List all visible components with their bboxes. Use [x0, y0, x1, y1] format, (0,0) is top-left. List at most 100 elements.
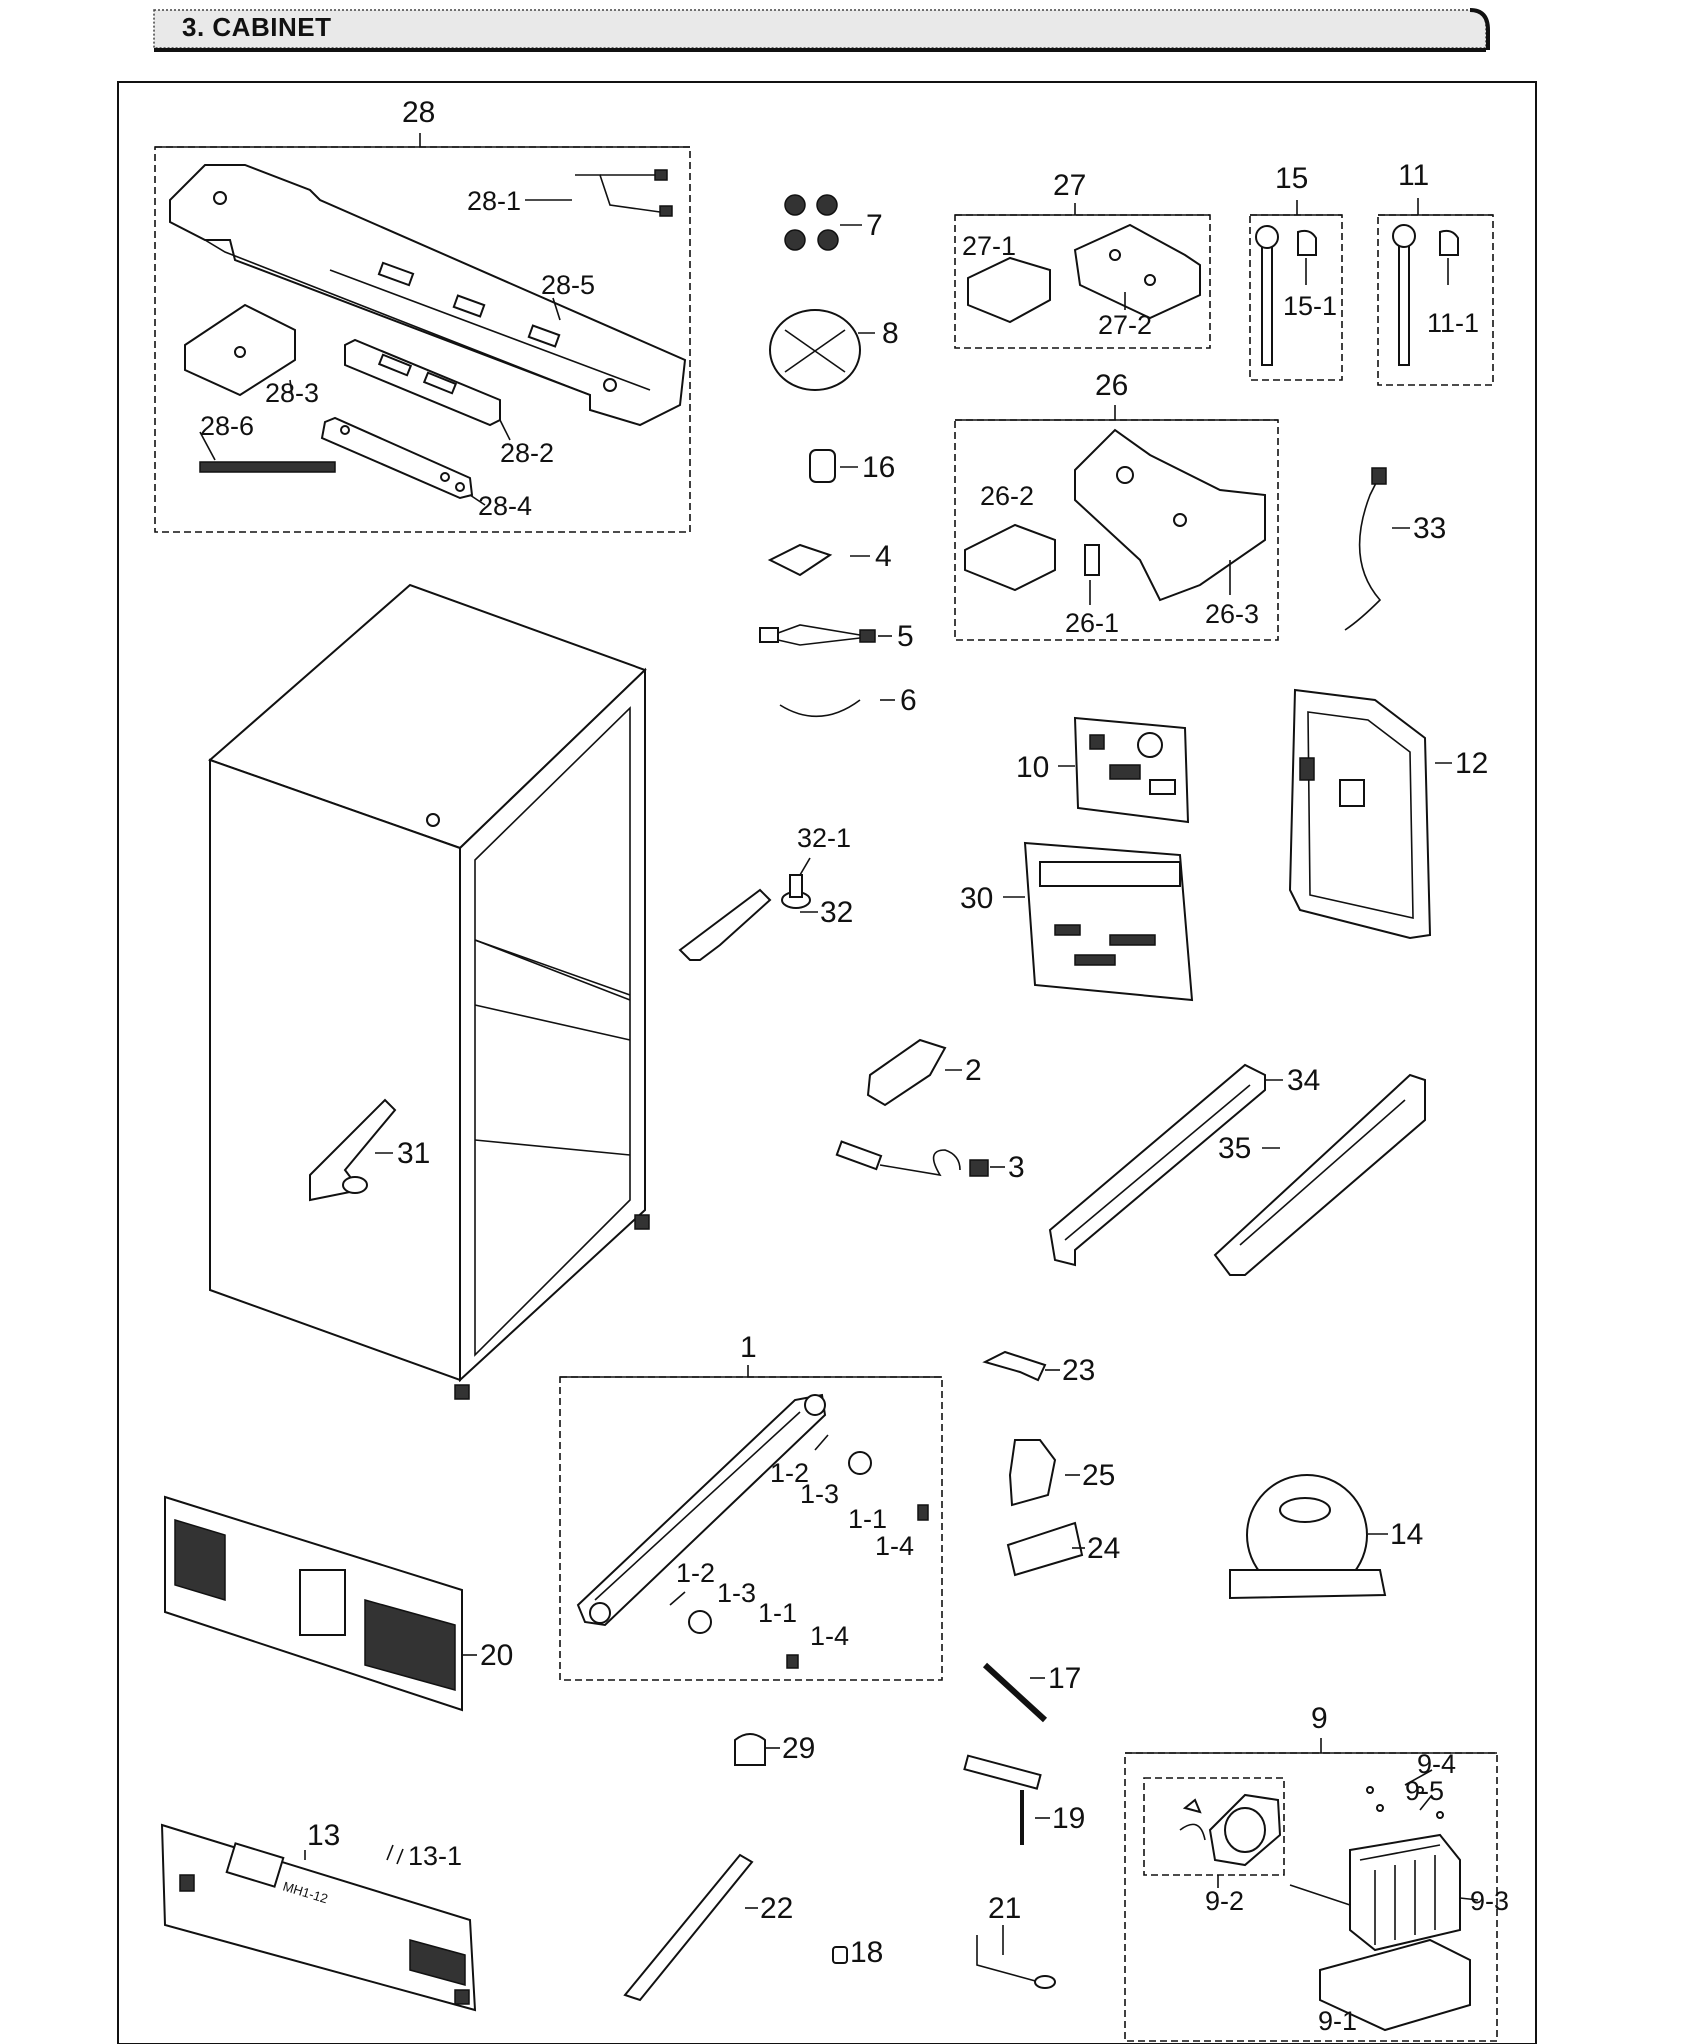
label-9-2: 9-2 — [1205, 1886, 1244, 1916]
label-4: 4 — [875, 540, 892, 573]
part-8 — [769, 309, 875, 391]
label-14: 14 — [1390, 1518, 1423, 1551]
label-9-5: 9-5 — [1405, 1776, 1444, 1806]
part-20 — [164, 1495, 477, 1712]
part-12 — [1288, 688, 1452, 940]
part-19 — [963, 1754, 1050, 1845]
label-8: 8 — [882, 317, 899, 350]
part-22 — [623, 1853, 758, 2002]
part-21 — [976, 1925, 1056, 1989]
label-25: 25 — [1082, 1459, 1115, 1492]
screws-7 — [784, 194, 862, 251]
label-1-1b: 1-1 — [758, 1598, 797, 1628]
label-26: 26 — [1095, 369, 1128, 402]
label-16: 16 — [862, 451, 895, 484]
assembly-27 — [954, 203, 1211, 349]
label-29: 29 — [782, 1732, 815, 1765]
label-1-2a: 1-2 — [770, 1458, 809, 1488]
assembly-9 — [1124, 1738, 1498, 2042]
label-17: 17 — [1048, 1662, 1081, 1695]
label-23: 23 — [1062, 1354, 1095, 1387]
label-19: 19 — [1052, 1802, 1085, 1835]
label-1-2b: 1-2 — [676, 1558, 715, 1588]
label-5: 5 — [897, 620, 914, 653]
label-26-3: 26-3 — [1205, 599, 1259, 629]
label-26-1: 26-1 — [1065, 608, 1119, 638]
assembly-11 — [1377, 198, 1494, 386]
part-13: MH1-12 — [160, 1823, 477, 2012]
label-3: 3 — [1008, 1151, 1025, 1184]
label-32-1: 32-1 — [797, 823, 851, 853]
part-34 — [1048, 1063, 1283, 1267]
label-9: 9 — [1311, 1702, 1328, 1735]
label-27-1: 27-1 — [962, 231, 1016, 261]
label-26-2: 26-2 — [980, 481, 1034, 511]
label-15-1: 15-1 — [1283, 291, 1337, 321]
diagram-frame — [117, 81, 1537, 2044]
label-1-4b: 1-4 — [810, 1621, 849, 1651]
part-29 — [734, 1733, 780, 1766]
part-31 — [309, 1098, 397, 1202]
assembly-28 — [154, 133, 691, 533]
label-28-5: 28-5 — [541, 270, 595, 300]
part-16 — [809, 449, 858, 483]
label-18: 18 — [850, 1936, 883, 1969]
label-2: 2 — [965, 1054, 982, 1087]
part-5 — [759, 624, 892, 646]
label-7: 7 — [866, 209, 883, 242]
label-24: 24 — [1087, 1532, 1120, 1565]
group-box-9-2 — [1143, 1777, 1285, 1876]
part-4 — [767, 543, 870, 577]
label-11-1: 11-1 — [1427, 308, 1479, 338]
label-13: 13 — [307, 1819, 340, 1852]
part-6 — [779, 699, 895, 718]
label-11: 11 — [1398, 159, 1429, 192]
part-23 — [982, 1350, 1060, 1382]
label-15: 15 — [1275, 162, 1308, 195]
label-1-3a: 1-3 — [800, 1479, 839, 1509]
label-28-3: 28-3 — [265, 378, 319, 408]
part-33 — [1344, 467, 1410, 631]
refrigerator-cabinet — [208, 583, 650, 1400]
label-31: 31 — [397, 1137, 430, 1170]
label-28: 28 — [402, 96, 435, 129]
label-33: 33 — [1413, 512, 1446, 545]
part-10 — [1058, 716, 1190, 824]
label-10: 10 — [1016, 751, 1049, 784]
label-28-2: 28-2 — [500, 438, 554, 468]
part-30 — [1003, 841, 1194, 1002]
label-20: 20 — [480, 1639, 513, 1672]
label-21: 21 — [988, 1892, 1021, 1925]
label-1: 1 — [740, 1331, 757, 1364]
label-35: 35 — [1218, 1132, 1251, 1165]
label-22: 22 — [760, 1892, 793, 1925]
part-2 — [866, 1038, 962, 1107]
section-header-bar — [153, 8, 1490, 52]
label-12: 12 — [1455, 747, 1488, 780]
label-9-3: 9-3 — [1470, 1886, 1509, 1916]
part-24 — [1006, 1521, 1085, 1577]
section-title: 3. CABINET — [182, 12, 332, 42]
label-30: 30 — [960, 882, 993, 915]
part-18 — [832, 1946, 848, 1964]
part-17 — [982, 1662, 1048, 1723]
label-13-1: 13-1 — [408, 1841, 462, 1871]
assembly-15 — [1249, 200, 1343, 381]
label-1-1a: 1-1 — [848, 1504, 887, 1534]
part-32 — [678, 857, 818, 961]
label-6: 6 — [900, 684, 917, 717]
part-35 — [1213, 1073, 1426, 1276]
assembly-1 — [559, 1365, 943, 1681]
part-25 — [1008, 1439, 1080, 1507]
label-9-1: 9-1 — [1318, 2006, 1357, 2036]
label-34: 34 — [1287, 1064, 1320, 1097]
label-28-6: 28-6 — [200, 411, 254, 441]
label-9-4: 9-4 — [1417, 1749, 1456, 1779]
label-27: 27 — [1053, 169, 1086, 202]
label-28-1: 28-1 — [467, 186, 521, 216]
label-27-2: 27-2 — [1098, 310, 1152, 340]
part-3 — [835, 1140, 1005, 1177]
part-14 — [1229, 1474, 1388, 1600]
part-labels: 28 28-1 28-5 28-3 28-2 28-6 28-4 7 8 16 … — [200, 96, 1509, 2036]
